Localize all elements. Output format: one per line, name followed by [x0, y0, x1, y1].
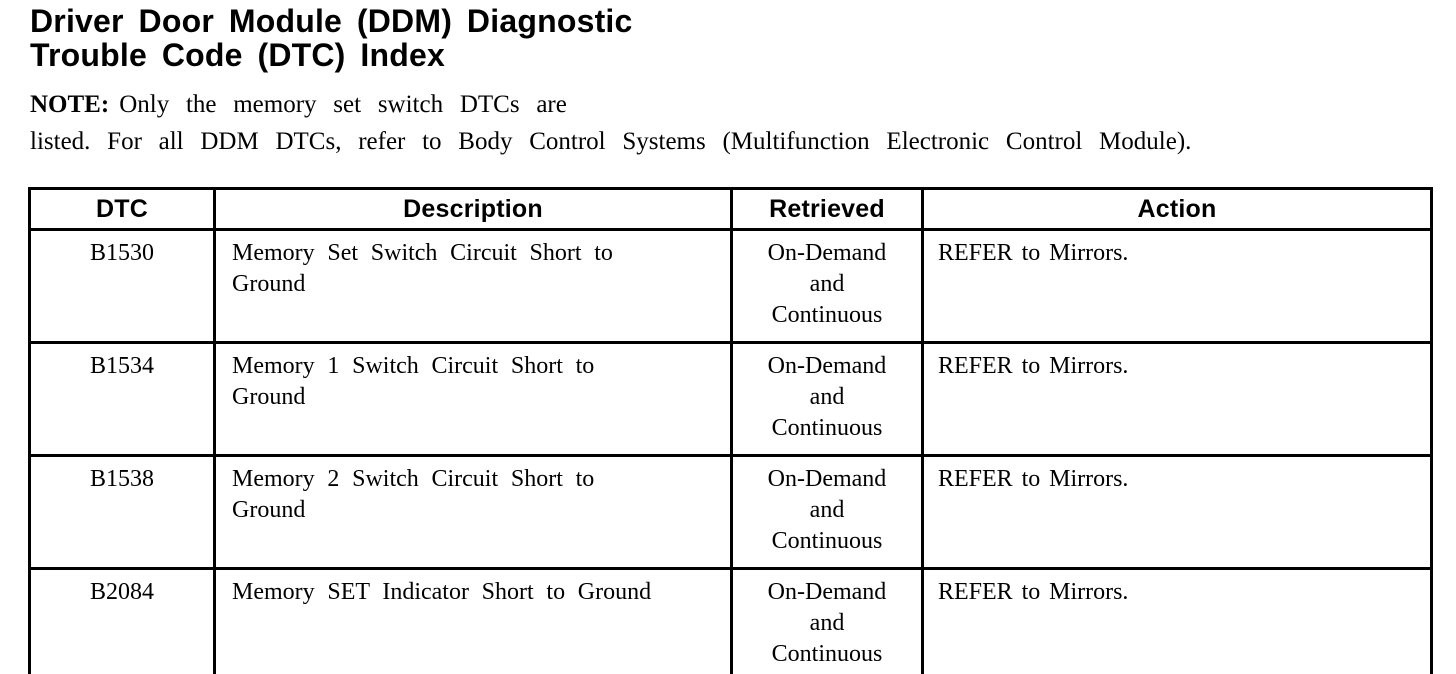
dtc-cell: B1534 [28, 341, 216, 457]
cell-text-line: Ground [232, 384, 306, 410]
note-paragraph: NOTE: Only the memory set switch DTCs are… [30, 86, 1191, 160]
cell-text-line: Continuous [771, 302, 883, 328]
column-header-retrieved: Retrieved [730, 187, 924, 231]
page-title: Driver Door Module (DDM) Diagnostic Trou… [30, 4, 633, 72]
cell-text-line: Memory 2 Switch Circuit Short to [232, 466, 595, 492]
dtc-cell: B1530 [28, 228, 216, 344]
action-cell: REFER to Mirrors. [921, 228, 1433, 344]
table-row: B1530 Memory Set Switch Circuit Short to G… [28, 228, 1433, 344]
dtc-cell: B1538 [28, 454, 216, 570]
page-title-line-1: Driver Door Module (DDM) Diagnostic [30, 3, 633, 39]
note-label: NOTE: [30, 91, 110, 118]
description-cell: Memory SET Indicator Short to Ground [213, 567, 733, 674]
table-row: B2084 Memory SET Indicator Short to Groun… [28, 567, 1433, 674]
cell-text-line: Continuous [771, 415, 883, 441]
table-row: B1538 Memory 2 Switch Circuit Short to Gro… [28, 454, 1433, 570]
cell-text-line: Memory SET Indicator Short to Ground [232, 579, 652, 605]
column-header-description: Description [213, 187, 733, 231]
column-header-action: Action [921, 187, 1433, 231]
cell-text-line: and [809, 271, 845, 297]
cell-text-line: Continuous [771, 641, 883, 667]
cell-text-line: On-Demand [767, 579, 887, 605]
note-line-2: listed. For all DDM DTCs, refer to Body … [30, 128, 1192, 155]
description-cell: Memory 2 Switch Circuit Short to Ground [213, 454, 733, 570]
note-line-1: NOTE: Only the memory set switch DTCs are [30, 86, 1191, 123]
cell-text-line: On-Demand [767, 353, 887, 379]
table-row: B1534 Memory 1 Switch Circuit Short to Gro… [28, 341, 1433, 457]
page-title-line-2: Trouble Code (DTC) Index [30, 37, 445, 73]
cell-text-line: On-Demand [767, 240, 887, 266]
cell-text-line: Ground [232, 497, 306, 523]
cell-text-line: Ground [232, 271, 306, 297]
cell-text-line: On-Demand [767, 466, 887, 492]
cell-text-line: Memory 1 Switch Circuit Short to [232, 353, 595, 379]
action-cell: REFER to Mirrors. [921, 341, 1433, 457]
description-cell: Memory 1 Switch Circuit Short to Ground [213, 341, 733, 457]
cell-text-line: Memory Set Switch Circuit Short to [232, 240, 613, 266]
dtc-cell: B2084 [28, 567, 216, 674]
cell-text-line: and [809, 610, 845, 636]
description-cell: Memory Set Switch Circuit Short to Ground [213, 228, 733, 344]
cell-text-line: and [809, 384, 845, 410]
cell-text-line: and [809, 497, 845, 523]
cell-text-line: Continuous [771, 528, 883, 554]
action-cell: REFER to Mirrors. [921, 454, 1433, 570]
column-header-dtc: DTC [28, 187, 216, 231]
action-cell: REFER to Mirrors. [921, 567, 1433, 674]
note-text-1: Only the memory set switch DTCs are [119, 91, 567, 118]
table-body: B1530 Memory Set Switch Circuit Short to G… [28, 228, 1433, 674]
table-header-row: DTC Description Retrieved Action [28, 187, 1433, 231]
